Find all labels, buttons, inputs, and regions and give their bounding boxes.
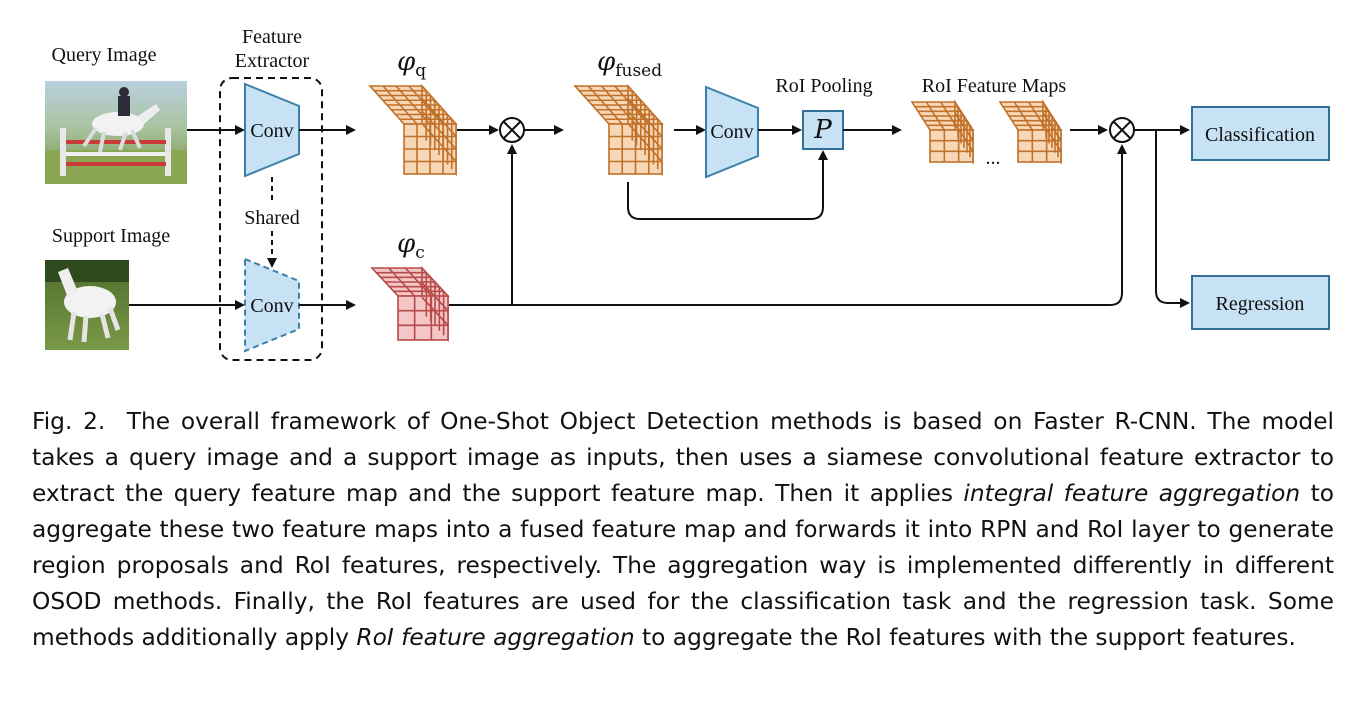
caption-emphasis-1: integral feature aggregation: [963, 480, 1301, 507]
rpn-conv-block: Conv: [705, 85, 759, 179]
fused-to-pooling-arrow: [627, 150, 828, 220]
fused-feature-map: [573, 83, 664, 177]
rpn-conv-label: Conv: [710, 121, 753, 143]
roi-ellipsis: ...: [986, 147, 1001, 169]
caption-text-1: The overall framework of One-Shot Object…: [32, 408, 1334, 507]
query-conv-block: Conv: [244, 82, 300, 178]
phi-q-symbol: φq: [397, 47, 426, 81]
regression-label: Regression: [1216, 293, 1305, 315]
phi-fused-symbol: φfused: [597, 47, 662, 81]
regression-box: Regression: [1191, 275, 1330, 330]
support-to-aggregation-2-arrow: [449, 144, 1127, 306]
caption-text-3: to aggregate the RoI features with the s…: [634, 624, 1296, 651]
support-feature-map: [370, 265, 450, 343]
roi-feature-map-2: [998, 99, 1063, 165]
caption-fig-label: Fig. 2.: [32, 408, 106, 435]
support-conv-label: Conv: [250, 295, 293, 317]
shared-label: Shared: [244, 207, 300, 229]
query-conv-label: Conv: [250, 120, 293, 142]
aggregation-node-2: [1109, 117, 1135, 143]
pooling-box-label: P: [813, 115, 832, 145]
roi-pooling-box: P: [802, 110, 844, 150]
classification-label: Classification: [1205, 124, 1315, 146]
support-image: [45, 260, 129, 350]
feature-extractor-label-line2: Extractor: [235, 50, 310, 72]
caption-text-2: to aggregate these two feature maps into…: [32, 480, 1334, 651]
support-image-label: Support Image: [52, 225, 170, 247]
roi-feature-maps-label: RoI Feature Maps: [922, 75, 1067, 97]
feature-extractor-label-line1: Feature: [242, 26, 302, 48]
aggregation-node-1: [499, 117, 525, 143]
framework-diagram: Query Image Support Image Feature Extrac…: [45, 26, 1330, 361]
caption-emphasis-2: RoI feature aggregation: [356, 624, 635, 651]
figure-caption: Fig. 2. The overall framework of One-Sho…: [32, 404, 1334, 656]
aggregation-to-regression-arrow: [1155, 130, 1190, 308]
support-conv-block: Conv: [244, 257, 300, 353]
query-feature-map: [368, 83, 458, 177]
feature-extractor-box: [219, 77, 323, 361]
query-image: [45, 81, 187, 184]
roi-feature-map-1: [910, 99, 975, 165]
classification-box: Classification: [1191, 106, 1330, 161]
phi-c-symbol: φc: [397, 229, 425, 263]
roi-pooling-label: RoI Pooling: [775, 75, 872, 97]
query-image-label: Query Image: [52, 44, 157, 66]
